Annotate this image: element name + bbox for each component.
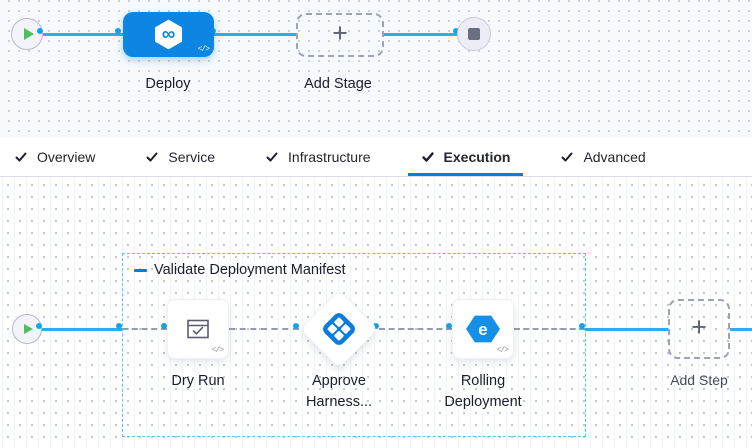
connector-port[interactable] <box>116 323 122 329</box>
connector-line-dashed <box>379 328 452 330</box>
check-icon <box>421 151 434 162</box>
connector-line-dashed <box>229 328 299 330</box>
tab-infrastructure[interactable]: Infrastructure <box>252 137 383 176</box>
step-group-container[interactable]: Validate Deployment Manifest <box>122 253 586 437</box>
harness-approval-icon <box>319 309 359 349</box>
plus-icon: + <box>691 312 707 342</box>
rolling-deployment-step-label: Rolling Deployment <box>444 373 522 410</box>
step-group-title: Validate Deployment Manifest <box>154 262 346 278</box>
plus-icon: + <box>332 18 348 48</box>
connector-line <box>384 32 459 36</box>
collapse-dash-icon <box>134 268 147 272</box>
connector-port[interactable] <box>37 28 43 34</box>
check-icon <box>15 152 27 161</box>
approval-step-label: Approve Harness... <box>305 373 373 410</box>
code-icon: </> <box>197 45 210 54</box>
connector-port[interactable] <box>446 323 452 329</box>
check-icon <box>266 152 278 161</box>
connector-line <box>585 327 668 331</box>
connector-port[interactable] <box>293 323 299 329</box>
deploy-stage-label: Deploy <box>145 76 191 92</box>
pipeline-start-node <box>11 18 43 50</box>
pipeline-end-node <box>457 17 491 51</box>
connector-port[interactable] <box>579 323 585 329</box>
check-icon <box>146 152 158 161</box>
execution-start-node <box>12 314 42 344</box>
tab-label: Infrastructure <box>288 148 371 165</box>
harness-cd-icon: ∞ <box>155 19 182 50</box>
dry-run-icon <box>187 319 209 339</box>
tab-label: Execution <box>443 148 511 165</box>
code-icon: </> <box>211 346 224 355</box>
connector-line-dashed <box>514 328 585 330</box>
add-step-label: Add Step <box>670 372 728 388</box>
rolling-glyph: e <box>478 319 488 339</box>
connector-line <box>40 327 122 331</box>
tab-label: Advanced <box>583 148 646 165</box>
check-icon <box>561 152 573 161</box>
tab-label: Service <box>168 148 216 165</box>
stop-icon <box>468 28 480 40</box>
execution-canvas[interactable]: Validate Deployment Manifest </> Dry Run <box>0 177 752 448</box>
connector-port[interactable] <box>115 28 121 34</box>
add-stage-label: Add Stage <box>304 76 372 92</box>
stage-config-tab-bar: Overview Service Infrastructure Executio… <box>0 137 752 177</box>
tab-overview[interactable]: Overview <box>1 137 108 176</box>
infinity-glyph: ∞ <box>161 24 176 45</box>
connector-port[interactable] <box>36 323 42 329</box>
dry-run-step-label: Dry Run <box>171 373 225 389</box>
tab-execution[interactable]: Execution <box>407 137 524 176</box>
connector-line <box>43 32 123 36</box>
tab-label: Overview <box>37 148 96 165</box>
connector-line <box>730 327 752 331</box>
deploy-stage-node[interactable]: ∞ </> <box>123 12 214 57</box>
rolling-deployment-step-node[interactable]: e </> <box>452 299 514 359</box>
stage-canvas[interactable]: ∞ </> Deploy + Add Stage <box>0 0 752 137</box>
tab-advanced[interactable]: Advanced <box>547 137 658 176</box>
play-icon <box>24 324 33 334</box>
play-icon <box>23 28 34 40</box>
rolling-deployment-icon: e <box>466 315 500 343</box>
dry-run-step-node[interactable]: </> <box>167 299 229 359</box>
connector-line-dashed <box>122 328 167 330</box>
connector-port[interactable] <box>161 323 167 329</box>
step-group-header[interactable]: Validate Deployment Manifest <box>134 262 346 278</box>
code-icon: </> <box>496 346 509 355</box>
connector-line <box>214 32 296 36</box>
tab-service[interactable]: Service <box>132 137 228 176</box>
add-stage-button[interactable]: + <box>296 13 384 57</box>
add-step-button[interactable]: + <box>668 299 730 359</box>
